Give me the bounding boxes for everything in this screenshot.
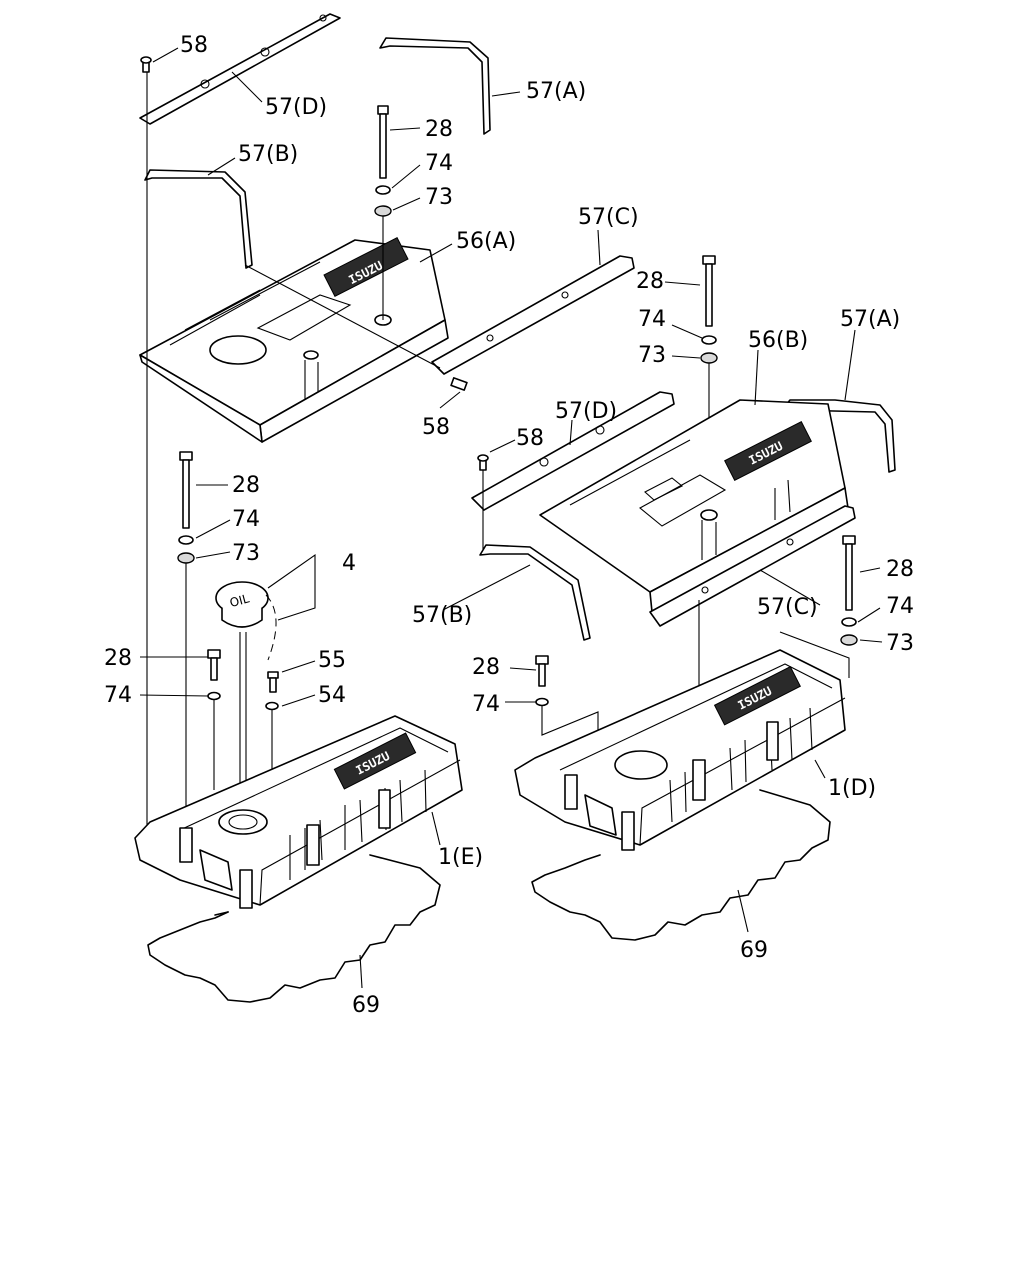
callout-74-a: 74 — [425, 151, 453, 176]
callout-58-c: 58 — [516, 426, 544, 451]
bolt-28-right-upper — [702, 255, 716, 327]
cover-56b: ISUZU — [539, 399, 849, 613]
washer-74-right — [841, 617, 857, 627]
callout-74-e: 74 — [104, 683, 132, 708]
callout-69-a: 69 — [352, 993, 380, 1018]
bolt-58-mid — [450, 377, 468, 391]
callout-57a-b: 57(A) — [840, 307, 900, 332]
leader-lines — [139, 47, 883, 989]
callout-74-d: 74 — [886, 594, 914, 619]
bracket-57b-right — [479, 544, 591, 641]
callout-4: 4 — [342, 551, 356, 576]
cover-56a: ISUZU — [139, 237, 449, 443]
bolt-28-upper — [377, 105, 389, 179]
callout-74-c: 74 — [232, 507, 260, 532]
callout-73-c: 73 — [232, 541, 260, 566]
callout-73-b: 73 — [638, 343, 666, 368]
washer-74-right-short — [535, 697, 549, 707]
callout-labels: 58 57(D) 57(A) 28 57(B) 74 73 56(A) 57(C… — [104, 33, 914, 1018]
strip-57c-right — [649, 505, 856, 627]
callout-1d: 1(D) — [828, 776, 876, 801]
bracket-57b-left — [144, 169, 253, 269]
callout-73-a: 73 — [425, 185, 453, 210]
washer-74-left — [178, 535, 194, 545]
callout-74-b: 74 — [638, 307, 666, 332]
washer-73-right-upper — [700, 352, 718, 364]
gasket-69-left — [147, 854, 441, 1003]
callout-57b-a: 57(B) — [238, 142, 298, 167]
callout-58-b: 58 — [422, 415, 450, 440]
valve-cover-1e: ISUZU — [134, 715, 463, 909]
callout-28-b: 28 — [636, 269, 664, 294]
callout-57c-b: 57(C) — [757, 595, 818, 620]
bolt-58-top — [140, 56, 152, 73]
callout-57b-b: 57(B) — [412, 603, 472, 628]
callout-54: 54 — [318, 683, 346, 708]
washer-54 — [265, 701, 279, 711]
callout-55: 55 — [318, 648, 346, 673]
valve-cover-1d: ISUZU — [514, 649, 846, 851]
washer-74-left-short — [207, 691, 221, 701]
washer-73-upper — [374, 205, 392, 217]
bracket-57a-left — [379, 37, 491, 135]
washer-73-right — [840, 634, 858, 646]
callout-57a-a: 57(A) — [526, 79, 586, 104]
callout-57d-b: 57(D) — [555, 399, 617, 424]
callout-69-b: 69 — [740, 938, 768, 963]
oil-cap-text: OIL — [228, 591, 251, 610]
oil-cap-4: OIL — [215, 581, 277, 661]
bolt-55 — [267, 671, 279, 693]
callout-73-d: 73 — [886, 631, 914, 656]
washer-73-left — [177, 552, 195, 564]
callout-28-e: 28 — [104, 646, 132, 671]
callout-28-a: 28 — [425, 117, 453, 142]
callout-57c-a: 57(C) — [578, 205, 639, 230]
strip-57c-left — [431, 255, 635, 375]
callout-1e: 1(E) — [438, 845, 483, 870]
strip-57d-right — [471, 391, 675, 511]
washer-74-right-upper — [701, 335, 717, 345]
callout-58-a: 58 — [180, 33, 208, 58]
callout-28-f: 28 — [472, 655, 500, 680]
washer-74-upper — [375, 185, 391, 195]
callout-57d-a: 57(D) — [265, 95, 327, 120]
callout-56b: 56(B) — [748, 328, 808, 353]
bolt-28-left-short — [207, 649, 221, 681]
bolt-28-right-long — [842, 535, 856, 611]
bolt-28-left-long — [179, 451, 193, 529]
bolt-58-right — [477, 454, 489, 471]
callout-28-d: 28 — [886, 557, 914, 582]
gasket-69-right — [531, 789, 831, 941]
bolt-28-right-short — [535, 655, 549, 687]
callout-56a: 56(A) — [456, 229, 516, 254]
callout-74-f: 74 — [472, 692, 500, 717]
callout-28-c: 28 — [232, 473, 260, 498]
